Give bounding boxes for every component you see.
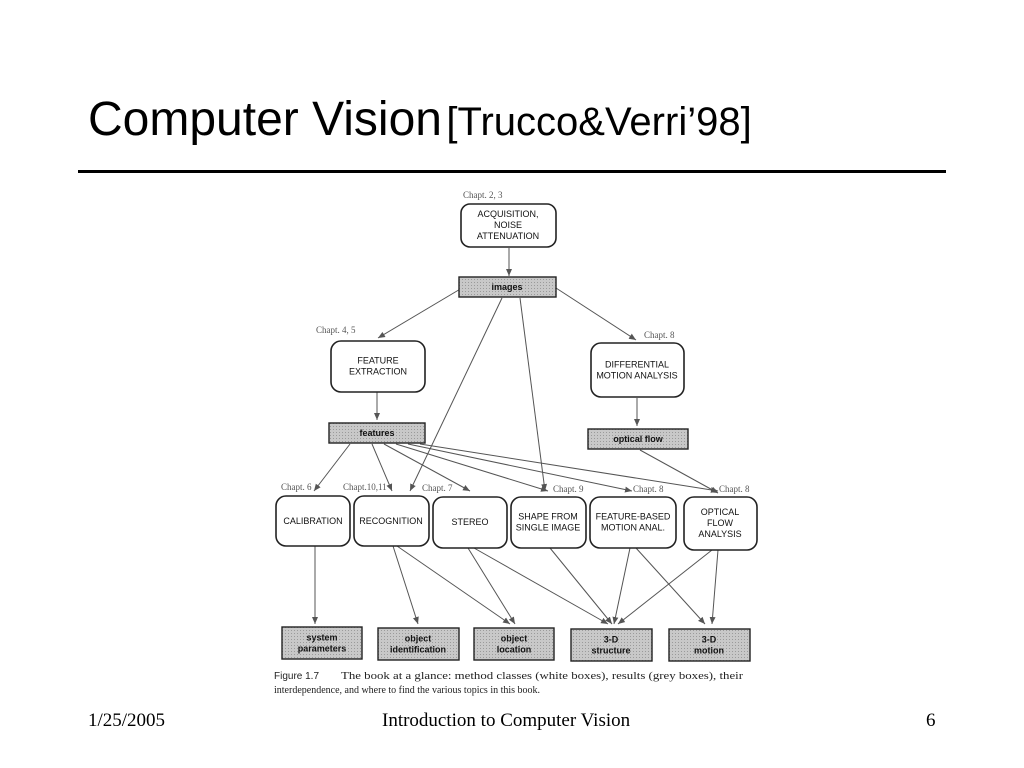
figure-caption-label: Figure 1.7	[274, 671, 319, 682]
figure-caption-line-2: interdependence, and where to find the v…	[274, 685, 540, 696]
edge-opticalflow-optical	[639, 449, 719, 494]
edge-features-featbased	[407, 443, 633, 493]
images-label: images	[491, 282, 522, 292]
edge-features-stereo	[383, 443, 471, 492]
feature-based-motion-box	[589, 496, 677, 549]
optical-flow-analysis-box	[683, 496, 758, 551]
recognition-box	[353, 495, 430, 547]
figure-caption-line-1: The book at a glance: method classes (wh…	[341, 671, 744, 682]
recognition-label: RECOGNITION	[359, 516, 423, 526]
edge-images-feature	[377, 287, 463, 339]
chapter-label-recognition: Chapt.10,11	[343, 482, 387, 492]
feature-extraction-box	[330, 340, 426, 393]
footer-date: 1/25/2005	[88, 710, 166, 731]
edge-images-diffmotion	[555, 287, 637, 341]
chapter-label-feature-based: Chapt. 8	[633, 484, 664, 494]
slide-title-citation: [Trucco&Verri’98]	[446, 100, 752, 144]
chapter-label-calibration: Chapt. 6	[281, 482, 312, 492]
edge-images-shape	[519, 297, 548, 492]
edge-optical-3dmotion	[709, 549, 719, 625]
edge-featbased-3dstructure	[612, 547, 631, 625]
edge-recog-objloc	[396, 545, 511, 625]
edge-features-optical	[419, 443, 719, 493]
edge-featbased-3dmotion	[635, 547, 706, 625]
acquisition-box	[460, 203, 557, 248]
images-box	[458, 276, 557, 298]
chapter-label-differential-motion: Chapt. 8	[644, 330, 675, 340]
calibration-box	[275, 495, 351, 547]
optical-flow-box	[587, 428, 689, 450]
system-parameters-box	[281, 626, 363, 660]
structure-3d-box	[570, 628, 653, 662]
differential-motion-box	[590, 342, 685, 398]
object-identification-box	[377, 627, 460, 661]
chapter-label-feature-extraction: Chapt. 4, 5	[316, 325, 356, 335]
calibration-label: CALIBRATION	[283, 516, 342, 526]
edge-shape-3dstructure	[549, 547, 613, 625]
edge-features-calib	[313, 443, 351, 492]
edge-images-recognition	[409, 297, 503, 492]
chapter-label-stereo: Chapt. 7	[422, 483, 453, 493]
footer-page-number: 6	[926, 710, 936, 731]
features-label: features	[359, 428, 394, 438]
optical-flow-label: optical flow	[613, 434, 663, 444]
edge-features-recog	[371, 443, 393, 492]
motion-3d-box	[668, 628, 751, 662]
slide-title: Computer Vision [Trucco&Verri’98]	[88, 92, 752, 147]
edge-stereo-objloc	[467, 547, 516, 625]
chapter-label-optical-flow: Chapt. 8	[719, 484, 750, 494]
edge-recog-objid	[392, 545, 419, 625]
edge-stereo-3dstructure	[473, 547, 609, 625]
stereo-box	[432, 496, 508, 549]
chapter-label-acquisition: Chapt. 2, 3	[463, 190, 503, 200]
object-location-box	[473, 627, 555, 661]
shape-from-single-box	[510, 496, 587, 549]
title-rule	[78, 170, 946, 173]
footer-title: Introduction to Computer Vision	[382, 710, 631, 731]
edge-features-shape	[395, 443, 549, 492]
features-box	[328, 422, 426, 444]
slide-title-main: Computer Vision	[88, 93, 442, 146]
chapter-label-shape: Chapt. 9	[553, 484, 584, 494]
edge-optical-3dstructure	[617, 549, 713, 625]
stereo-label: STEREO	[451, 517, 488, 527]
